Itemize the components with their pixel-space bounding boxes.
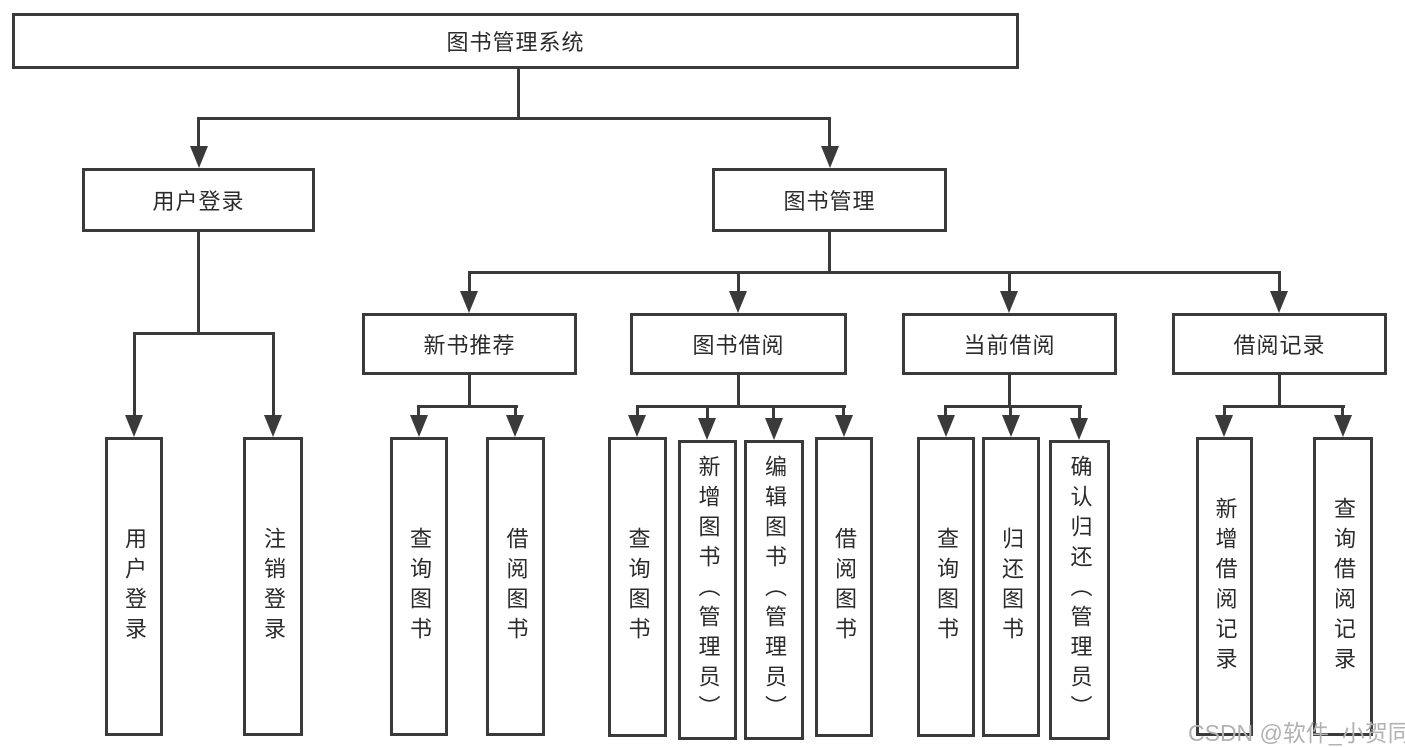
arrow-down-icon <box>765 418 783 440</box>
arrow-down-icon <box>937 415 955 437</box>
leaf-new-books-borrow-label: 借阅图书 <box>503 526 529 647</box>
leaf-new-books-borrow: 借阅图书 <box>486 437 545 736</box>
leaf-borrowing-add-label: 新增图书（管理员） <box>695 455 721 725</box>
connector-segment <box>1008 375 1011 408</box>
leaf-records-query-label: 查询借阅记录 <box>1331 496 1356 677</box>
leaf-current-query: 查询图书 <box>917 437 975 737</box>
connector-segment <box>468 271 471 295</box>
leaf-borrowing-query-label: 查询图书 <box>625 527 651 647</box>
arrow-down-icon <box>729 291 747 313</box>
node-book-management-label: 图书管理 <box>783 189 876 214</box>
connector-segment <box>514 405 517 419</box>
leaf-current-query-label: 查询图书 <box>934 527 959 647</box>
arrow-down-icon <box>1002 415 1020 437</box>
connector-segment <box>417 405 518 408</box>
leaf-records-add-label: 新增借阅记录 <box>1212 496 1238 677</box>
arrow-down-icon <box>821 146 839 168</box>
connector-segment <box>272 332 275 417</box>
arrow-down-icon <box>125 415 143 437</box>
arrow-down-icon <box>460 291 478 313</box>
csdn-watermark: CSDN @软件_小贺同学 <box>1188 720 1405 746</box>
node-book-borrowing-label: 图书借阅 <box>692 333 785 358</box>
connector-segment <box>133 332 275 335</box>
connector-segment <box>1223 405 1226 419</box>
leaf-new-books-query: 查询图书 <box>390 437 448 736</box>
connector-segment <box>706 405 709 421</box>
leaf-borrowing-query: 查询图书 <box>608 437 667 737</box>
connector-segment <box>1341 405 1344 419</box>
connector-segment <box>1278 375 1281 408</box>
arrow-down-icon <box>506 415 524 437</box>
node-borrowing-records: 借阅记录 <box>1172 313 1387 375</box>
arrow-down-icon <box>410 415 428 437</box>
node-root-label: 图书管理系统 <box>446 30 585 55</box>
leaf-borrowing-edit-label: 编辑图书（管理员） <box>762 455 787 725</box>
connector-segment <box>517 68 520 120</box>
connector-segment <box>772 405 775 421</box>
connector-segment <box>636 405 639 419</box>
node-user-login-label: 用户登录 <box>152 189 245 214</box>
arrow-down-icon <box>1070 418 1088 440</box>
connector-segment <box>1223 405 1345 408</box>
connector-segment <box>197 232 200 335</box>
connector-segment <box>828 232 831 274</box>
connector-segment <box>133 332 136 417</box>
connector-segment <box>1009 405 1012 419</box>
connector-segment <box>842 405 845 419</box>
leaf-logout-label: 注销登录 <box>261 526 286 647</box>
leaf-logout: 注销登录 <box>243 437 303 736</box>
node-new-books: 新书推荐 <box>362 313 577 375</box>
arrow-down-icon <box>264 415 282 437</box>
leaf-borrowing-borrow: 借阅图书 <box>815 437 873 737</box>
arrow-down-icon <box>1270 291 1288 313</box>
connector-segment <box>417 405 420 419</box>
connector-segment <box>1078 405 1081 421</box>
arrow-down-icon <box>1000 291 1018 313</box>
node-current-borrowing-label: 当前借阅 <box>963 333 1056 358</box>
leaf-user-login: 用户登录 <box>105 437 163 736</box>
node-borrowing-records-label: 借阅记录 <box>1233 333 1326 358</box>
leaf-borrowing-edit: 编辑图书（管理员） <box>744 440 804 740</box>
connector-segment <box>1278 271 1281 295</box>
arrow-down-icon <box>1334 415 1352 437</box>
connector-segment <box>197 117 200 148</box>
leaf-records-add: 新增借阅记录 <box>1196 437 1253 736</box>
connector-segment <box>1008 271 1011 295</box>
leaf-current-confirm-label: 确认归还（管理员） <box>1067 455 1093 725</box>
leaf-records-query: 查询借阅记录 <box>1313 437 1373 736</box>
node-book-management: 图书管理 <box>712 168 947 232</box>
leaf-borrowing-borrow-label: 借阅图书 <box>832 527 857 647</box>
connector-segment <box>828 117 831 148</box>
leaf-user-login-label: 用户登录 <box>122 526 147 647</box>
arrow-down-icon <box>190 146 208 168</box>
leaf-borrowing-add: 新增图书（管理员） <box>678 440 737 740</box>
connector-segment <box>636 405 846 408</box>
arrow-down-icon <box>835 415 853 437</box>
arrow-down-icon <box>628 415 646 437</box>
connector-segment <box>944 405 947 419</box>
node-root: 图书管理系统 <box>12 13 1019 69</box>
arrow-down-icon <box>698 418 716 440</box>
node-current-borrowing: 当前借阅 <box>902 313 1117 375</box>
connector-segment <box>197 117 831 120</box>
leaf-current-confirm: 确认归还（管理员） <box>1049 440 1110 740</box>
arrow-down-icon <box>1215 415 1233 437</box>
connector-segment <box>737 271 740 295</box>
node-user-login: 用户登录 <box>82 168 315 232</box>
node-book-borrowing: 图书借阅 <box>630 313 847 375</box>
connector-segment <box>468 375 471 408</box>
connector-segment <box>737 375 740 408</box>
connector-segment <box>468 271 1281 274</box>
leaf-new-books-query-label: 查询图书 <box>407 526 432 647</box>
leaf-current-return: 归还图书 <box>982 437 1040 737</box>
node-new-books-label: 新书推荐 <box>423 333 516 358</box>
connector-segment <box>944 405 1082 408</box>
leaf-current-return-label: 归还图书 <box>999 527 1024 647</box>
